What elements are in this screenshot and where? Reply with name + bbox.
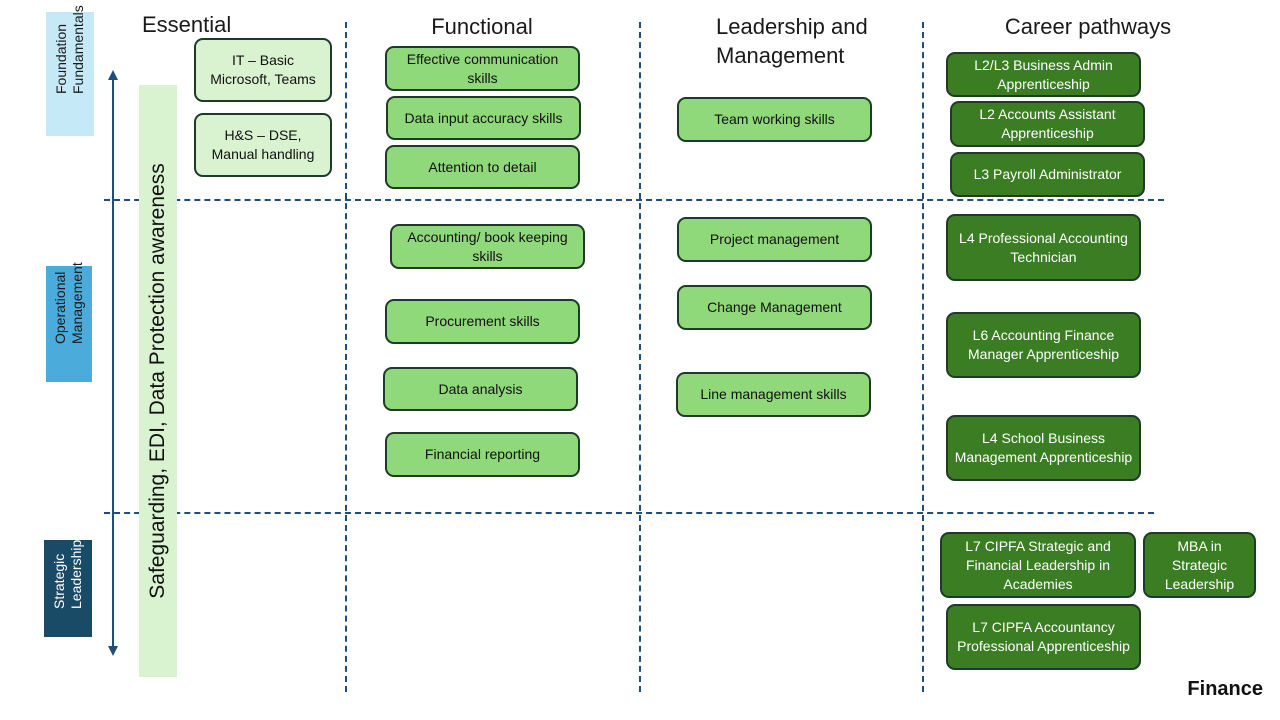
functional-communication-skills: Effective communication skills <box>385 46 580 91</box>
column-header-career-pathways: Career pathways <box>1004 14 1172 39</box>
row-divider <box>104 512 1154 514</box>
tier-label: Strategic Leadership <box>51 539 84 609</box>
leadership-change-management: Change Management <box>677 285 872 330</box>
department-label: Finance <box>1187 678 1263 700</box>
column-header-essential: Essential <box>142 12 232 37</box>
column-divider <box>639 22 641 692</box>
career-payroll-administrator: L3 Payroll Administrator <box>950 152 1145 197</box>
tier-foundation-fundamentals: Foundation Fundamentals <box>46 5 94 136</box>
functional-data-input-accuracy: Data input accuracy skills <box>386 96 581 140</box>
tier-label: Operational Management <box>52 262 85 344</box>
tier-label: Foundation Fundamentals <box>53 5 86 94</box>
row-divider <box>104 199 1164 201</box>
column-divider <box>345 22 347 692</box>
progression-arrow <box>108 70 118 656</box>
career-cipfa-accountancy-apprenticeship: L7 CIPFA Accountancy Professional Appren… <box>946 604 1141 670</box>
career-mba-strategic-leadership: MBA in Strategic Leadership <box>1143 532 1256 598</box>
career-accounts-assistant-apprenticeship: L2 Accounts Assistant Apprenticeship <box>950 101 1145 147</box>
tier-strategic-leadership: Strategic Leadership <box>44 539 92 637</box>
career-accounting-finance-manager: L6 Accounting Finance Manager Apprentice… <box>946 312 1141 378</box>
career-school-business-management: L4 School Business Management Apprentice… <box>946 415 1141 481</box>
career-professional-accounting-technician: L4 Professional Accounting Technician <box>946 214 1141 281</box>
safeguarding-band: Safeguarding, EDI, Data Protection aware… <box>139 85 177 677</box>
column-header-functional: Functional <box>431 14 533 39</box>
career-business-admin-apprenticeship: L2/L3 Business Admin Apprenticeship <box>946 52 1141 97</box>
career-cipfa-strategic-financial-leadership: L7 CIPFA Strategic and Financial Leaders… <box>940 532 1136 598</box>
essential-health-safety: H&S – DSE, Manual handling <box>194 113 332 177</box>
leadership-line-management: Line management skills <box>676 372 871 417</box>
column-header-leadership: Leadership and Management <box>716 14 868 68</box>
leadership-team-working: Team working skills <box>677 97 872 142</box>
leadership-project-management: Project management <box>677 217 872 262</box>
functional-attention-to-detail: Attention to detail <box>385 145 580 189</box>
tier-operational-management: Operational Management <box>46 262 92 382</box>
functional-procurement-skills: Procurement skills <box>385 299 580 344</box>
essential-it-basic: IT – Basic Microsoft, Teams <box>194 38 332 102</box>
functional-data-analysis: Data analysis <box>383 367 578 411</box>
safeguarding-label: Safeguarding, EDI, Data Protection aware… <box>146 163 169 599</box>
functional-accounting-bookkeeping: Accounting/ book keeping skills <box>390 224 585 269</box>
functional-financial-reporting: Financial reporting <box>385 432 580 477</box>
column-divider <box>922 22 924 692</box>
